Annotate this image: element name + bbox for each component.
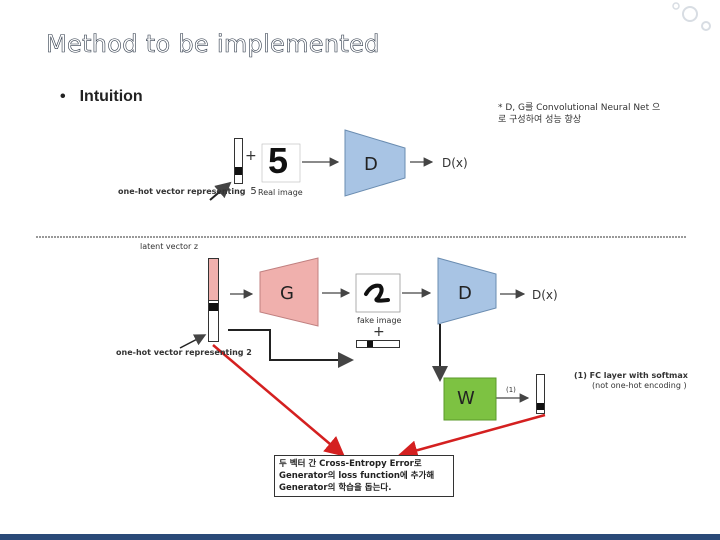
latent-caption: latent vector z [140, 242, 199, 251]
top-onehot-pointer [209, 181, 232, 201]
fake-image-frame [355, 273, 401, 313]
w-arrow-tag: (1) [506, 386, 516, 394]
generator-shape [259, 257, 319, 327]
top-onehot-digit: 5 [250, 186, 257, 197]
slide-title: Method to be implemented [46, 30, 380, 59]
top-onehot-active-cell [235, 167, 242, 175]
generator-label: G [280, 283, 294, 304]
fc-output-vector [536, 374, 545, 414]
red-arrow-right [397, 413, 546, 460]
real-image-frame [261, 143, 301, 183]
fc-output-active-cell [537, 403, 544, 410]
top-onehot-vector [234, 138, 243, 184]
bottom-output-label: D(x) [532, 288, 558, 302]
bullet-intuition: • Intuition [60, 88, 143, 106]
fc-caption: (1) FC layer with softmax [574, 371, 688, 380]
bullet-dot-icon: • [60, 88, 66, 105]
top-output-label: D(x) [442, 156, 468, 170]
top-onehot-caption-text: one-hot vector representing [118, 187, 246, 196]
deco-circle-2 [701, 21, 711, 31]
fc-subcaption: (not one-hot encoding ) [592, 381, 687, 390]
latent-onehot-vector [208, 258, 219, 342]
bottom-plus: + [373, 324, 385, 340]
explanation-box: 두 벡터 간 Cross-Entropy Error로 Generator의 l… [274, 455, 454, 497]
onehot-active-cell [209, 303, 218, 311]
red-arrow-left [212, 344, 345, 457]
deco-circle-3 [672, 2, 680, 10]
real-image-digit: 5 [268, 140, 289, 181]
real-image-caption: Real image [258, 188, 303, 197]
horizontal-onehot-vector [356, 340, 400, 348]
bottom-onehot-caption: one-hot vector representing 2 [116, 348, 252, 357]
top-plus: + [245, 148, 257, 164]
footer-bar [0, 534, 720, 540]
top-onehot-caption: one-hot vector representing 5 [118, 186, 257, 197]
top-discriminator-label: D [364, 154, 378, 175]
deco-circle-1 [682, 6, 698, 22]
fake-image-caption: fake image [357, 316, 402, 325]
onehot-route-line [228, 329, 354, 368]
bottom-discriminator-label: D [458, 283, 472, 304]
cnn-note: * D, G를 Convolutional Neural Net 으로 구성하여… [498, 103, 661, 125]
w-label: W [457, 388, 475, 409]
bottom-onehot-pointer [179, 334, 207, 349]
fake-image-scribble [364, 283, 390, 303]
top-discriminator-shape [344, 129, 406, 197]
latent-cell [209, 259, 218, 301]
bullet-text: Intuition [79, 88, 143, 105]
horizontal-onehot-active-cell [367, 341, 373, 347]
bottom-discriminator-shape [437, 257, 497, 325]
w-box [443, 377, 497, 421]
